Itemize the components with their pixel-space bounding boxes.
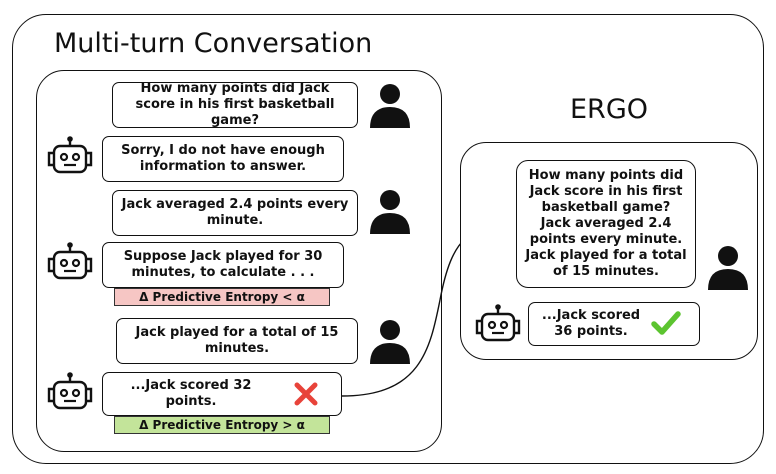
entropy-band-low: Δ Predictive Entropy < α [114,288,330,306]
person-icon [370,190,410,234]
assistant-message-3: ...Jack scored 32 points. [102,372,342,416]
robot-icon [47,372,93,410]
robot-icon [47,242,93,280]
cross-icon [294,382,318,406]
ergo-assistant-message-text: ...Jack scored 36 points. [541,308,641,339]
ergo-title: ERGO [570,94,648,125]
person-icon [708,246,748,290]
multi-turn-title: Multi-turn Conversation [54,28,373,59]
person-icon [370,320,410,364]
user-message-3: Jack played for a total of 15 minutes. [116,318,358,364]
assistant-message-2: Suppose Jack played for 30 minutes, to c… [102,242,344,288]
ergo-user-message: How many points did Jack score in his fi… [516,160,696,288]
assistant-message-3-text: ...Jack scored 32 points. [130,378,252,409]
person-icon [370,84,410,128]
robot-icon [47,136,93,174]
user-message-1: How many points did Jack score in his fi… [112,81,358,128]
assistant-message-1: Sorry, I do not have enough information … [102,136,344,182]
user-message-2: Jack averaged 2.4 points every minute. [112,190,358,236]
check-icon [651,311,681,335]
entropy-band-high: Δ Predictive Entropy > α [114,416,330,434]
robot-icon [475,304,521,342]
